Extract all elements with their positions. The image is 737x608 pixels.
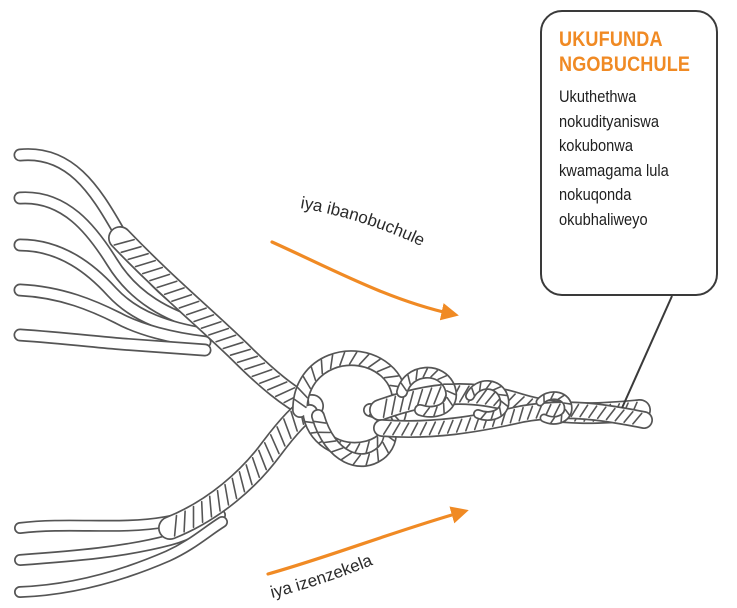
callout-body-line: kwamagama lula	[559, 159, 682, 184]
callout-body-line: kokubonwa	[559, 134, 682, 159]
lower-rope	[170, 406, 312, 528]
upper-strand-label: iya ibanobuchule	[299, 193, 427, 250]
upper-arrow	[272, 242, 452, 314]
callout-body-line: nokudityaniswa	[559, 110, 682, 135]
callout-body-line: okubhaliweyo	[559, 208, 682, 233]
callout-title: UKUFUNDA NGOBUCHULE	[559, 27, 702, 77]
callout-title-line: NGOBUCHULE	[559, 52, 682, 77]
callout-title-line: UKUFUNDA	[559, 27, 682, 52]
callout-pointer	[622, 296, 672, 408]
callout-body: Ukuthethwa nokudityaniswa kokubonwa kwam…	[559, 85, 702, 232]
callout-body-line: Ukuthethwa	[559, 85, 682, 110]
callout-box: UKUFUNDA NGOBUCHULE Ukuthethwa nokuditya…	[540, 10, 718, 296]
callout-body-line: nokuqonda	[559, 183, 682, 208]
upper-arrow-icon	[272, 242, 452, 314]
